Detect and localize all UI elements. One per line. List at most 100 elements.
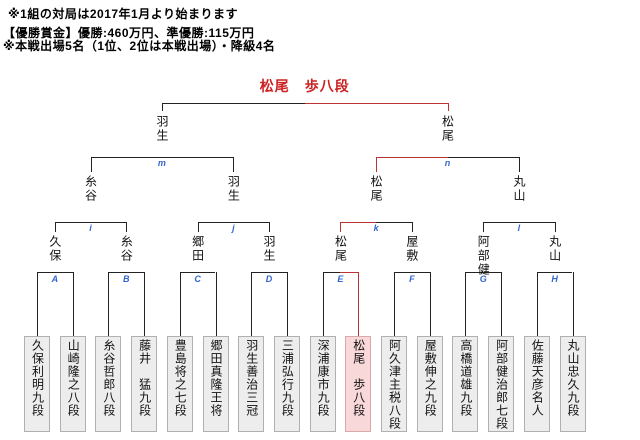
player-name: 久保利明九段 [30,339,45,417]
player-name: 羽生善治三冠 [244,339,259,417]
round1-match-label[interactable]: F [409,274,415,284]
player-name: 松尾 歩八段 [351,339,366,417]
match-connector-line [394,272,395,336]
player-box: 深浦康市九段 [309,336,336,432]
player-name: 阿部健治郎七段 [494,339,509,430]
round1-match-bar [322,272,341,273]
round1-winner-name: 郷田 [190,235,205,263]
player-name: 佐藤天彦名人 [530,339,545,417]
match-connector-line [429,272,431,336]
player-box: 羽生善治三冠 [238,336,265,432]
sf-winner-name: 羽生 [154,115,169,143]
qf-match-label[interactable]: k [373,223,379,233]
sf-left-drop-line [376,157,378,172]
match-connector-line [37,272,38,336]
player-box: 豊島将之七段 [166,336,193,432]
player-name: 豊島将之七段 [173,339,188,417]
round1-match-label[interactable]: E [337,274,344,284]
qf-left-drop-line [483,222,485,232]
final-match-bar [161,103,305,104]
qf-match-bar [54,222,127,223]
player-name: 深浦康市九段 [316,339,331,417]
player-box: 佐藤天彦名人 [523,336,550,432]
qf-winner-name: 羽生 [226,175,241,203]
player-name: 阿久津主税八段 [387,339,402,430]
champion-name: 松尾 歩八段 [259,78,350,94]
player-box: 高橋道雄九段 [452,336,479,432]
note-prize-money: 【優勝賞金】優勝:460万円、準優勝:115万円 [3,26,255,40]
round1-match-label[interactable]: A [51,274,59,284]
qf-match-bar [197,222,270,223]
round1-match-bar [465,272,502,273]
player-box: 松尾 歩八段 [345,336,372,432]
qf-right-drop-line [269,222,271,232]
round1-match-bar [536,272,573,273]
match-connector-line [179,272,181,336]
qf-match-label[interactable]: i [89,223,92,233]
round1-match-label[interactable]: H [551,274,558,284]
player-box: 丸山忠久九段 [559,336,586,432]
match-connector-line [215,272,217,336]
round1-match-bar [251,272,287,273]
sf-match-label[interactable]: n [444,158,451,168]
sf-right-drop-line [518,157,520,172]
round1-match-bar [108,272,145,273]
player-name: 三浦弘行九段 [280,339,295,417]
match-connector-line [144,272,146,336]
qf-left-drop-line [54,222,56,232]
match-connector-line [465,272,467,336]
qf-match-bar [376,222,412,223]
player-name: 糸谷哲郎八段 [101,339,116,417]
final-match-bar [304,103,448,104]
round1-winner-name: 阿部健 [476,235,491,277]
match-connector-line [501,272,503,336]
qf-match-label[interactable]: j [232,223,235,233]
player-name: 丸山忠久九段 [566,339,580,417]
qf-right-drop-line [411,222,413,232]
player-box: 久保利明九段 [24,336,50,432]
round1-match-bar [340,272,359,273]
match-connector-line [536,272,538,336]
round1-winner-name: 羽生 [262,235,277,263]
sf-match-label[interactable]: m [157,158,166,168]
round1-match-label[interactable]: D [265,274,273,284]
round1-match-label[interactable]: B [123,274,130,284]
round1-match-label[interactable]: G [479,274,487,284]
player-box: 三浦弘行九段 [273,336,300,432]
qf-right-drop-line [126,222,128,232]
qf-winner-name: 松尾 [369,175,384,203]
match-connector-line [72,272,74,336]
match-connector-line [322,272,324,336]
player-name: 屋敷伸之九段 [423,339,438,417]
qf-match-bar [340,222,377,223]
player-box: 郷田真隆王将 [202,336,229,432]
round1-winner-name: 松尾 [333,235,348,263]
round1-winner-name: 糸谷 [119,235,134,263]
round1-winner-name: 屋敷 [404,235,419,263]
player-box: 糸谷哲郎八段 [95,336,122,432]
round1-match-bar [394,272,430,273]
player-name: 藤井 猛九段 [137,339,152,417]
round1-match-bar [37,272,73,273]
player-box: 屋敷伸之九段 [416,336,443,432]
qf-match-label[interactable]: l [517,223,521,233]
player-name: 郷田真隆王将 [209,339,223,417]
round1-winner-name: 久保 [47,235,62,263]
player-box: 阿部健治郎七段 [488,336,515,432]
match-connector-line [108,272,110,336]
round1-match-label[interactable]: C [194,274,201,284]
sf-match-bar [447,157,519,158]
sf-match-bar [376,157,448,158]
qf-left-drop-line [340,222,342,232]
player-name: 山崎隆之八段 [66,339,81,417]
player-box: 山崎隆之八段 [59,336,86,432]
match-connector-line [572,272,574,336]
sf-right-drop-line [233,157,235,172]
qf-left-drop-line [197,222,199,232]
player-name: 高橋道雄九段 [458,339,473,417]
note-start-date: ※1組の対局は2017年1月より始まります [8,7,238,21]
final-left-drop-line [161,103,163,111]
sf-left-drop-line [90,157,92,172]
qf-winner-name: 丸山 [511,175,526,203]
